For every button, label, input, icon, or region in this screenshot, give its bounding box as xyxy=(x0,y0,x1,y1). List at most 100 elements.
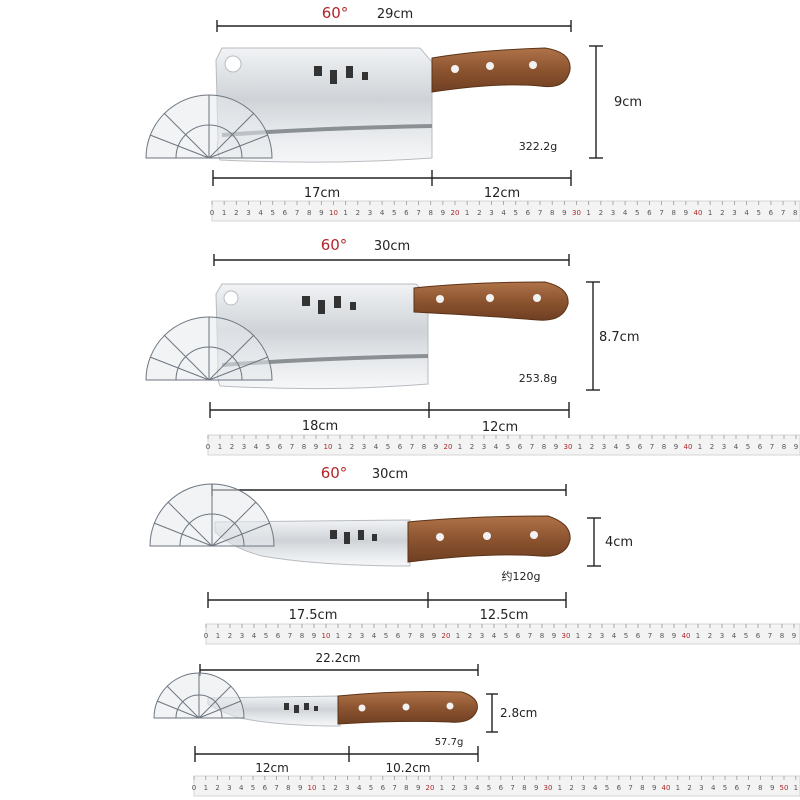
knife-4-rivet-icon xyxy=(358,704,366,712)
knife-2-protractor-icon xyxy=(145,316,273,381)
ruler-number: 1 xyxy=(440,784,444,792)
ruler-number: 20 xyxy=(426,784,435,792)
ruler-number: 8 xyxy=(286,784,290,792)
ruler-number: 3 xyxy=(611,209,615,217)
ruler-number: 0 xyxy=(210,209,214,217)
ruler-number: 4 xyxy=(239,784,244,792)
ruler-number: 1 xyxy=(696,632,700,640)
knife-1-height-label: 9cm xyxy=(614,95,642,110)
ruler-number: 1 xyxy=(204,784,208,792)
ruler-number: 5 xyxy=(746,443,750,451)
knife-3-handle-length-label: 12.5cm xyxy=(480,608,529,623)
ruler-number: 4 xyxy=(475,784,480,792)
ruler-number: 30 xyxy=(572,209,581,217)
ruler-number: 9 xyxy=(312,632,316,640)
knife-1-hang-hole-icon xyxy=(224,55,242,73)
knife-2-rivet-icon xyxy=(486,294,494,302)
ruler-number: 1 xyxy=(338,443,342,451)
ruler-number: 4 xyxy=(252,632,257,640)
knife-1-rivet-icon xyxy=(486,62,494,70)
ruler-number: 7 xyxy=(290,443,294,451)
ruler-4-icon xyxy=(193,775,800,797)
ruler-number: 1 xyxy=(698,443,702,451)
ruler-number: 8 xyxy=(422,443,426,451)
knife-3-rivet-icon xyxy=(530,531,538,539)
ruler-number: 3 xyxy=(242,443,246,451)
ruler-number: 4 xyxy=(501,209,506,217)
ruler-number: 10 xyxy=(324,443,333,451)
ruler-number: 7 xyxy=(416,209,420,217)
ruler-number: 8 xyxy=(758,784,762,792)
ruler-number: 7 xyxy=(410,443,414,451)
ruler-number: 7 xyxy=(768,632,772,640)
knife-4-height-dimension-line xyxy=(486,693,498,733)
ruler-number: 7 xyxy=(528,632,532,640)
ruler-number: 6 xyxy=(398,443,403,451)
ruler-number: 0 xyxy=(204,632,208,640)
ruler-number: 8 xyxy=(640,784,644,792)
knife-3-rivet-icon xyxy=(436,533,444,541)
ruler-number: 2 xyxy=(228,632,232,640)
ruler-number: 40 xyxy=(662,784,671,792)
ruler-number: 9 xyxy=(684,209,688,217)
ruler-number: 2 xyxy=(687,784,691,792)
ruler-number: 4 xyxy=(372,632,377,640)
ruler-number: 2 xyxy=(569,784,573,792)
ruler-number: 5 xyxy=(624,632,628,640)
ruler-number: 6 xyxy=(769,209,774,217)
ruler-number: 4 xyxy=(623,209,628,217)
ruler-number: 3 xyxy=(345,784,349,792)
ruler-number: 40 xyxy=(682,632,691,640)
ruler-number: 2 xyxy=(333,784,337,792)
knife-3-total-length-label: 30cm xyxy=(372,467,408,482)
knife-3-height-label: 4cm xyxy=(605,535,633,550)
knife-3-rivet-icon xyxy=(483,532,491,540)
ruler-number: 3 xyxy=(240,632,244,640)
ruler-number: 6 xyxy=(263,784,268,792)
ruler-number: 3 xyxy=(600,632,604,640)
ruler-number: 7 xyxy=(538,209,542,217)
ruler-number: 5 xyxy=(487,784,491,792)
knife-2-group: 60° 30cm 253.8g 8.7cm 18cm 12cm xyxy=(145,236,640,435)
knife-2-blade-length-label: 18cm xyxy=(302,419,338,434)
ruler-number: 7 xyxy=(392,784,396,792)
knife-1-handle-icon xyxy=(431,47,571,93)
ruler-number: 8 xyxy=(780,632,784,640)
ruler-number: 5 xyxy=(264,632,268,640)
knife-3-protractor-icon xyxy=(149,483,275,547)
knife-1-blade-length-label: 17cm xyxy=(304,186,340,201)
knife-4-length-dimension-line xyxy=(194,746,479,762)
ruler-number: 0 xyxy=(192,784,196,792)
ruler-number: 4 xyxy=(734,443,739,451)
knife-1-weight-label: 322.2g xyxy=(519,140,557,153)
knife-2-total-dimension-line xyxy=(213,254,570,266)
ruler-number: 4 xyxy=(711,784,716,792)
ruler-number: 30 xyxy=(564,443,573,451)
knife-1-handle-length-label: 12cm xyxy=(484,186,520,201)
ruler-number: 5 xyxy=(757,209,761,217)
ruler-number: 5 xyxy=(266,443,270,451)
ruler-number: 7 xyxy=(510,784,514,792)
ruler-number: 5 xyxy=(392,209,396,217)
knife-3-blade-length-label: 17.5cm xyxy=(289,608,338,623)
ruler-number: 8 xyxy=(793,209,797,217)
ruler-number: 10 xyxy=(329,209,338,217)
knife-4-handle-length-label: 10.2cm xyxy=(385,761,430,775)
ruler-number: 20 xyxy=(451,209,460,217)
knife-2-length-dimension-line xyxy=(209,402,570,418)
ruler-number: 7 xyxy=(288,632,292,640)
ruler-number: 7 xyxy=(770,443,774,451)
ruler-number: 50 xyxy=(780,784,789,792)
ruler-number: 6 xyxy=(638,443,643,451)
ruler-number: 1 xyxy=(218,443,222,451)
ruler-number: 3 xyxy=(227,784,231,792)
ruler-number: 40 xyxy=(684,443,693,451)
ruler-number: 2 xyxy=(215,784,219,792)
knife-4-rivet-icon xyxy=(446,702,454,710)
knife-1-angle-label: 60° xyxy=(322,4,349,22)
knife-2-angle-label: 60° xyxy=(321,236,348,254)
ruler-number: 9 xyxy=(554,443,558,451)
knife-2-rivet-icon xyxy=(533,294,541,302)
knife-2-rivet-icon xyxy=(436,295,444,303)
